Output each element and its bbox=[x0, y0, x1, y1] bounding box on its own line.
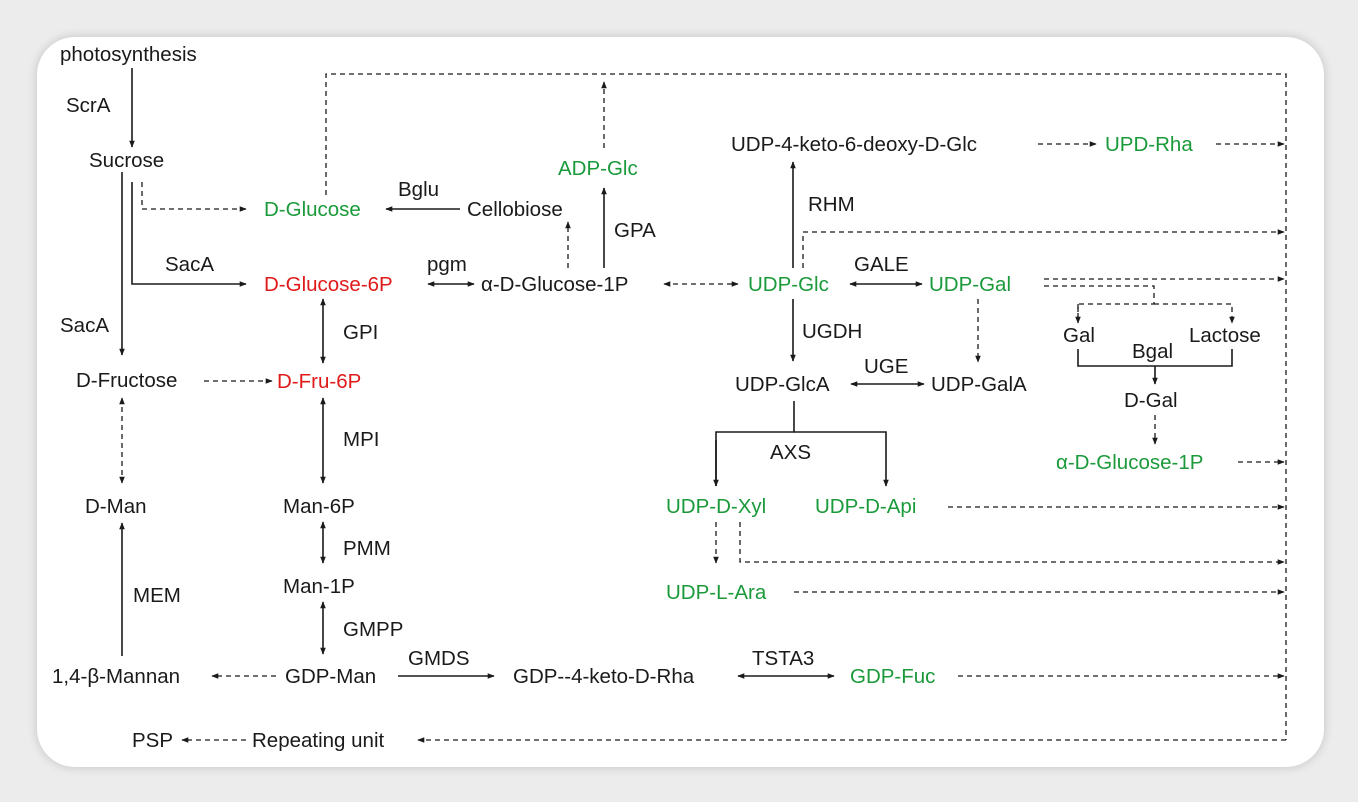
enzyme-saca-2: SacA bbox=[60, 314, 109, 337]
enzyme-mpi: MPI bbox=[343, 428, 379, 451]
node-gal: Gal bbox=[1063, 324, 1095, 347]
enzyme-pmm: PMM bbox=[343, 537, 391, 560]
enzyme-axs: AXS bbox=[770, 441, 811, 464]
node-udp-glc: UDP-Glc bbox=[748, 273, 829, 296]
enzyme-gmpp: GMPP bbox=[343, 618, 403, 641]
enzyme-mem: MEM bbox=[133, 584, 181, 607]
node-adp-glc: ADP-Glc bbox=[558, 157, 638, 180]
enzyme-scra: ScrA bbox=[66, 94, 111, 117]
node-udp-gal: UDP-Gal bbox=[929, 273, 1011, 296]
enzyme-pgm: pgm bbox=[427, 253, 467, 276]
node-d-glucose-6p: D-Glucose-6P bbox=[264, 273, 393, 296]
node-psp: PSP bbox=[132, 729, 173, 752]
node-udp-d-xyl: UDP-D-Xyl bbox=[666, 495, 766, 518]
node-udp-l-ara: UDP-L-Ara bbox=[666, 581, 767, 604]
arrow-axs-udp-d-api bbox=[794, 431, 889, 487]
node-udp-d-api: UDP-D-Api bbox=[815, 495, 916, 518]
node-gdp-man: GDP-Man bbox=[285, 665, 376, 688]
enzyme-gpa: GPA bbox=[614, 219, 656, 242]
enzyme-saca-1: SacA bbox=[165, 253, 214, 276]
node-man-1p: Man-1P bbox=[283, 575, 355, 598]
pathway-diagram: photosynthesis Sucrose D-Glucose Cellobi… bbox=[52, 43, 1287, 752]
node-d-gal: D-Gal bbox=[1124, 389, 1178, 412]
enzyme-bglu: Bglu bbox=[398, 178, 439, 201]
node-mannan: 1,4-β-Mannan bbox=[52, 665, 180, 688]
enzyme-rhm: RHM bbox=[808, 193, 855, 216]
enzyme-tsta3: TSTA3 bbox=[752, 647, 814, 670]
node-photosynthesis: photosynthesis bbox=[60, 43, 197, 66]
node-cellobiose: Cellobiose bbox=[467, 198, 563, 221]
enzyme-gale: GALE bbox=[854, 253, 909, 276]
arrow-udp-gal-split bbox=[1044, 285, 1155, 323]
node-udp-keto-deoxy-glc: UDP-4-keto-6-deoxy-D-Glc bbox=[731, 133, 977, 156]
node-alpha-d-glucose-1p: α-D-Glucose-1P bbox=[481, 273, 628, 296]
node-gdp-fuc: GDP-Fuc bbox=[850, 665, 935, 688]
arrow-sucrose-d-glucose-6p bbox=[131, 182, 247, 287]
figure-card: photosynthesis Sucrose D-Glucose Cellobi… bbox=[37, 37, 1324, 767]
enzymes: ScrA SacA SacA Bglu GPA pgm GPI MPI PMM … bbox=[60, 94, 1173, 670]
node-gdp-keto-rha: GDP--4-keto-D-Rha bbox=[513, 665, 695, 688]
node-alpha-d-glucose-1p-green: α-D-Glucose-1P bbox=[1056, 451, 1203, 474]
arrow-udp-d-xyl-collector bbox=[739, 522, 1285, 565]
node-lactose: Lactose bbox=[1189, 324, 1261, 347]
enzyme-ugdh: UGDH bbox=[802, 320, 862, 343]
node-upd-rha: UPD-Rha bbox=[1105, 133, 1193, 156]
arrow-d-glucose-top-loop bbox=[325, 73, 1287, 740]
metabolites: photosynthesis Sucrose D-Glucose Cellobi… bbox=[52, 43, 1261, 752]
enzyme-gpi: GPI bbox=[343, 321, 378, 344]
node-sucrose: Sucrose bbox=[89, 149, 164, 172]
arrow-split-lactose bbox=[1154, 303, 1235, 324]
arrow-sucrose-d-glucose-dashed bbox=[141, 182, 247, 212]
node-man-6p: Man-6P bbox=[283, 495, 355, 518]
node-d-man: D-Man bbox=[85, 495, 147, 518]
arrows bbox=[119, 68, 1287, 743]
enzyme-bgal: Bgal bbox=[1132, 340, 1173, 363]
node-repeating-unit: Repeating unit bbox=[252, 729, 385, 752]
node-udp-gala: UDP-GalA bbox=[931, 373, 1027, 396]
node-d-fructose: D-Fructose bbox=[76, 369, 177, 392]
arrow-udp-glc-collector bbox=[802, 229, 1285, 268]
node-d-fru-6p: D-Fru-6P bbox=[277, 370, 361, 393]
node-udp-glca: UDP-GlcA bbox=[735, 373, 830, 396]
enzyme-uge: UGE bbox=[864, 355, 908, 378]
enzyme-gmds: GMDS bbox=[408, 647, 470, 670]
node-d-glucose: D-Glucose bbox=[264, 198, 361, 221]
